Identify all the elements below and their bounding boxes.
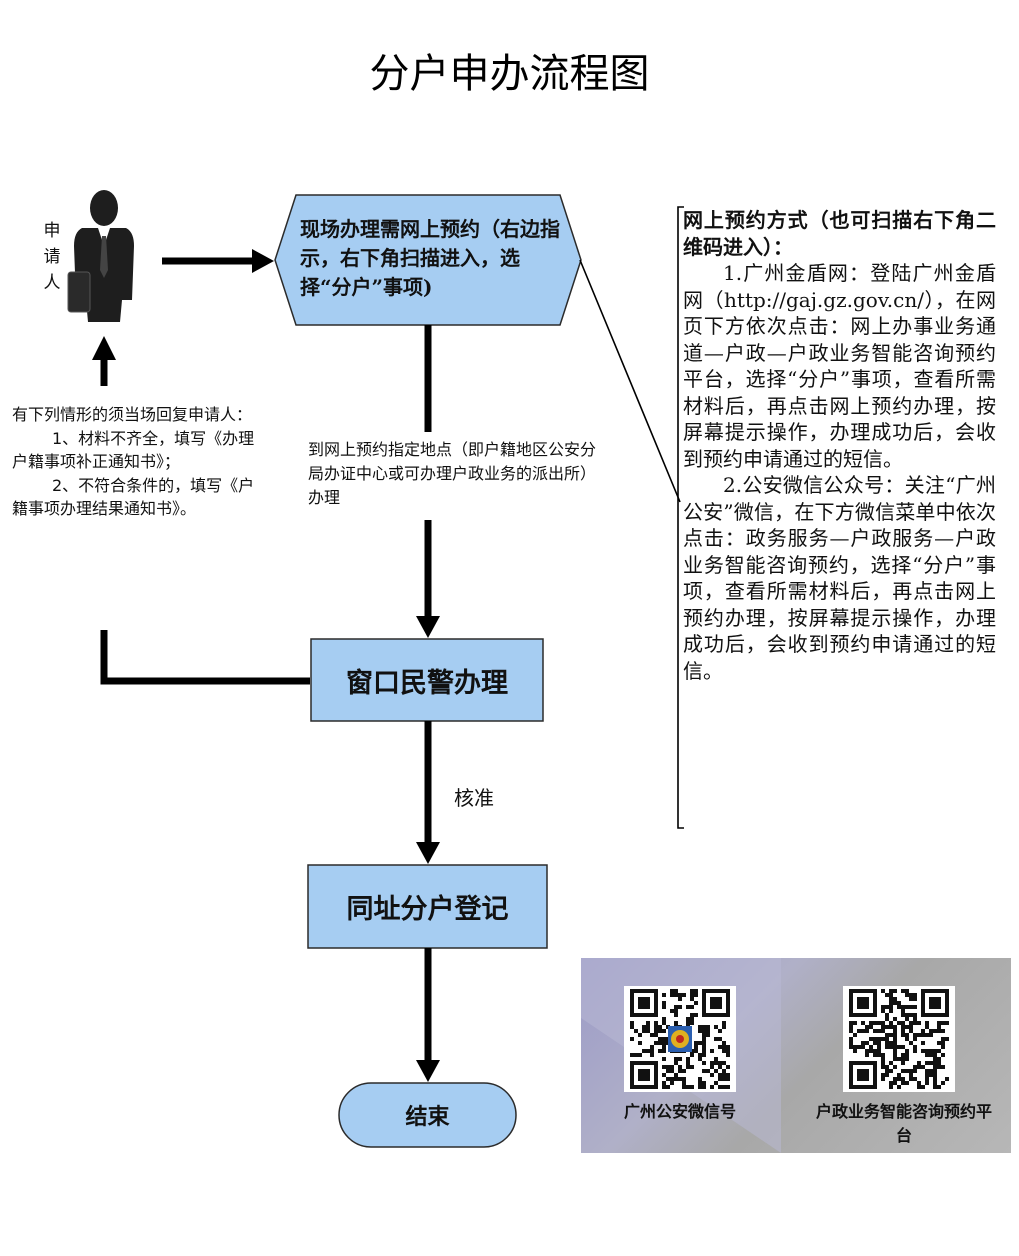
left-note: 有下列情形的须当场回复申请人： 1、材料不齐全，填写《办理户籍事项补正通知书》；… bbox=[12, 403, 262, 521]
left-note-item2: 2、不符合条件的，填写《户籍事项办理结果通知书》。 bbox=[12, 475, 255, 519]
step1-hexagon bbox=[274, 194, 582, 326]
online-booking-title: 网上预约方式（也可扫描右下角二维码进入）： bbox=[683, 208, 996, 259]
online-booking-panel: 网上预约方式（也可扫描右下角二维码进入）： 1.广州金盾网：登陆广州金盾网（ht… bbox=[683, 207, 996, 684]
return-line-window-to-note bbox=[100, 630, 310, 685]
online-booking-method2: 2.公安微信公众号：关注“广州公安”微信，在下方微信菜单中依次点击：政务服务—户… bbox=[683, 473, 996, 683]
arrowhead-step2-to-step3 bbox=[416, 842, 440, 864]
qr-caption-wechat: 广州公安微信号 bbox=[623, 1102, 736, 1121]
qr-caption-platform: 户政业务智能咨询预约平台 bbox=[815, 1102, 992, 1145]
page-title: 分户申办流程图 bbox=[369, 51, 650, 97]
qr-graphics bbox=[581, 958, 955, 1153]
online-panel-bracket bbox=[677, 206, 684, 829]
arrowhead-up-to-applicant bbox=[92, 336, 116, 360]
left-note-intro: 有下列情形的须当场回复申请人： bbox=[12, 405, 253, 424]
step2-label: 窗口民警办理 bbox=[346, 667, 508, 699]
step1-label-text: 现场办理需网上预约（右边指示，右下角扫描进入，选择“分户”事项) bbox=[300, 216, 560, 299]
arrowhead-step3-to-end bbox=[416, 1060, 440, 1082]
connector-step1-to-online-panel bbox=[579, 259, 681, 503]
end-label: 结束 bbox=[405, 1104, 450, 1130]
verify-label: 核准 bbox=[454, 786, 494, 810]
step3-box bbox=[307, 864, 548, 949]
applicant-label: 申请人 bbox=[43, 221, 61, 293]
arrowhead-applicant-to-step1 bbox=[252, 249, 274, 273]
qr-code-panel: 广州公安微信号 户政业务智能咨询预约平台 bbox=[581, 958, 1011, 1153]
end-terminator bbox=[338, 1082, 517, 1148]
step3-label: 同址分户登记 bbox=[346, 894, 509, 925]
mid-note: 到网上预约指定地点（即户籍地区公安分局办证中心或可办理户政业务的派出所）办理 bbox=[308, 440, 597, 507]
online-booking-method1: 1.广州金盾网：登陆广州金盾网（http://gaj.gz.gov.cn/），在… bbox=[683, 261, 996, 471]
applicant-person-icon bbox=[67, 190, 134, 322]
left-note-item1: 1、材料不齐全，填写《办理户籍事项补正通知书》； bbox=[12, 428, 255, 472]
qr-code-wechat-icon bbox=[624, 986, 736, 1092]
arrowhead-step1-to-step2 bbox=[416, 616, 440, 638]
qr-code-platform-icon bbox=[843, 986, 955, 1092]
step1-label: 现场办理需网上预约（右边指示，右下角扫描进入，选择“分户”事项) bbox=[300, 196, 562, 320]
